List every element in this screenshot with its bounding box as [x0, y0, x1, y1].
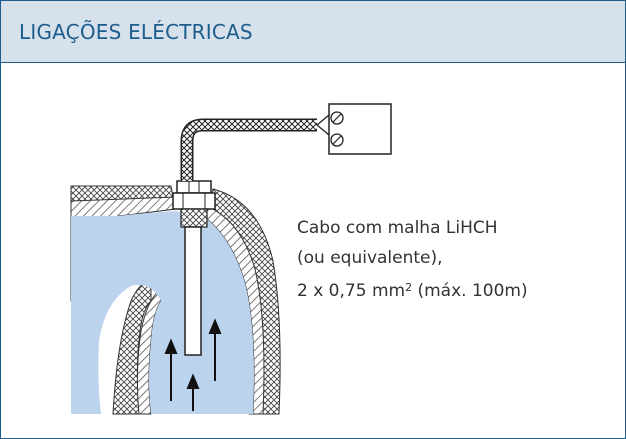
flow-arrow-icon — [164, 318, 222, 411]
braided-cable — [180, 118, 317, 181]
panel-header: LIGAÇÕES ELÉCTRICAS — [1, 1, 625, 63]
sensor-probe — [184, 226, 202, 356]
panel-title: LIGAÇÕES ELÉCTRICAS — [19, 20, 253, 44]
fluid-flow — [71, 211, 254, 414]
sensor-fitting — [172, 192, 216, 210]
fluid-upper — [71, 216, 119, 301]
cable-description: Cabo com malha LiHCH (ou equivalente), 2… — [297, 213, 528, 306]
cable-line-2: (ou equivalente), — [297, 248, 443, 268]
sensor-nut — [176, 180, 212, 194]
cable-line-3: 2 x 0,75 mm2 (máx. 100m) — [297, 281, 528, 301]
cable-line-1: Cabo com malha LiHCH — [297, 218, 498, 238]
